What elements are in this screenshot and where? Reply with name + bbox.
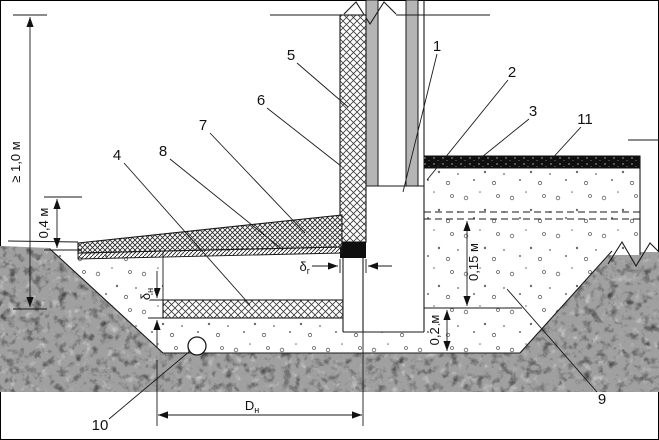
callout-4: 4 [112,146,251,306]
soil-break-line [607,240,659,268]
callout-10: 10 [90,350,191,435]
pit-outline [49,248,613,354]
leader-line [108,350,191,420]
callout-7: 7 [198,116,306,234]
callout-4-label: 4 [113,147,121,164]
leader-line [548,126,582,163]
dimension-label: δг [299,259,310,276]
leader-line [169,158,284,251]
callout-10-label: 10 [92,417,109,434]
callout-3-label: 3 [529,103,537,120]
dimension-label: δн [138,288,155,300]
leader-line [209,132,306,234]
dimension-delta-v: δг [298,258,392,277]
foundation-block [342,168,425,333]
callout-2-label: 2 [508,64,516,81]
backfill-zone [163,251,343,300]
dimension-slab-offset: 0,15 м [463,221,482,306]
callout-2: 2 [426,63,517,181]
callout-6: 6 [256,91,342,167]
basement-wall [270,0,490,187]
callout-5: 5 [286,46,349,108]
wall-render-outer [365,0,379,187]
callout-5-label: 5 [287,47,295,64]
wall-break-line [343,1,397,26]
callout-7-label: 7 [199,117,207,134]
dimension-base-thickness: 0,2 м [426,310,451,351]
dimension-label: 0,2 м [427,315,442,346]
leader-line [476,118,530,162]
floor-waterproofing-bar [423,155,641,169]
ground-surface-line [7,240,79,243]
waterproofing-seal [340,242,366,258]
callout-6-label: 6 [257,92,265,109]
dimension-label: 0,4 м [36,208,51,239]
callout-11-label: 11 [577,111,593,128]
leader-line [426,79,509,181]
dimension-blind-area-height: 0,4 м [35,196,82,251]
floor-slab-concrete [424,156,640,255]
leader-line [123,162,251,306]
dimension-label: 0,15 м [466,243,481,281]
callout-8-label: 8 [159,143,167,160]
dimension-label: Dн [245,398,259,415]
wall-render-inner [405,0,419,187]
leader-line [506,288,598,393]
leader-line [296,62,349,108]
horizontal-insulation-skirt [162,299,344,319]
callout-1: 1 [402,37,442,193]
leader-line [402,53,438,193]
callout-3: 3 [476,102,538,162]
callout-9: 9 [506,288,607,409]
callout-1-label: 1 [433,38,441,55]
dimension-min-depth: ≥ 1,0 м [7,14,47,310]
vertical-insulation-layer [339,14,367,243]
dimension-footing-width: Dн [158,397,362,419]
callout-11: 11 [548,110,594,163]
callout-8: 8 [158,142,284,251]
blind-area-bedding [77,246,343,260]
drain-pipe-circle [187,336,207,356]
dimension-label: ≥ 1,0 м [8,141,23,182]
dimension-delta-h: δн [137,271,170,347]
callout-9-label: 9 [598,391,606,408]
leader-line [266,107,342,167]
